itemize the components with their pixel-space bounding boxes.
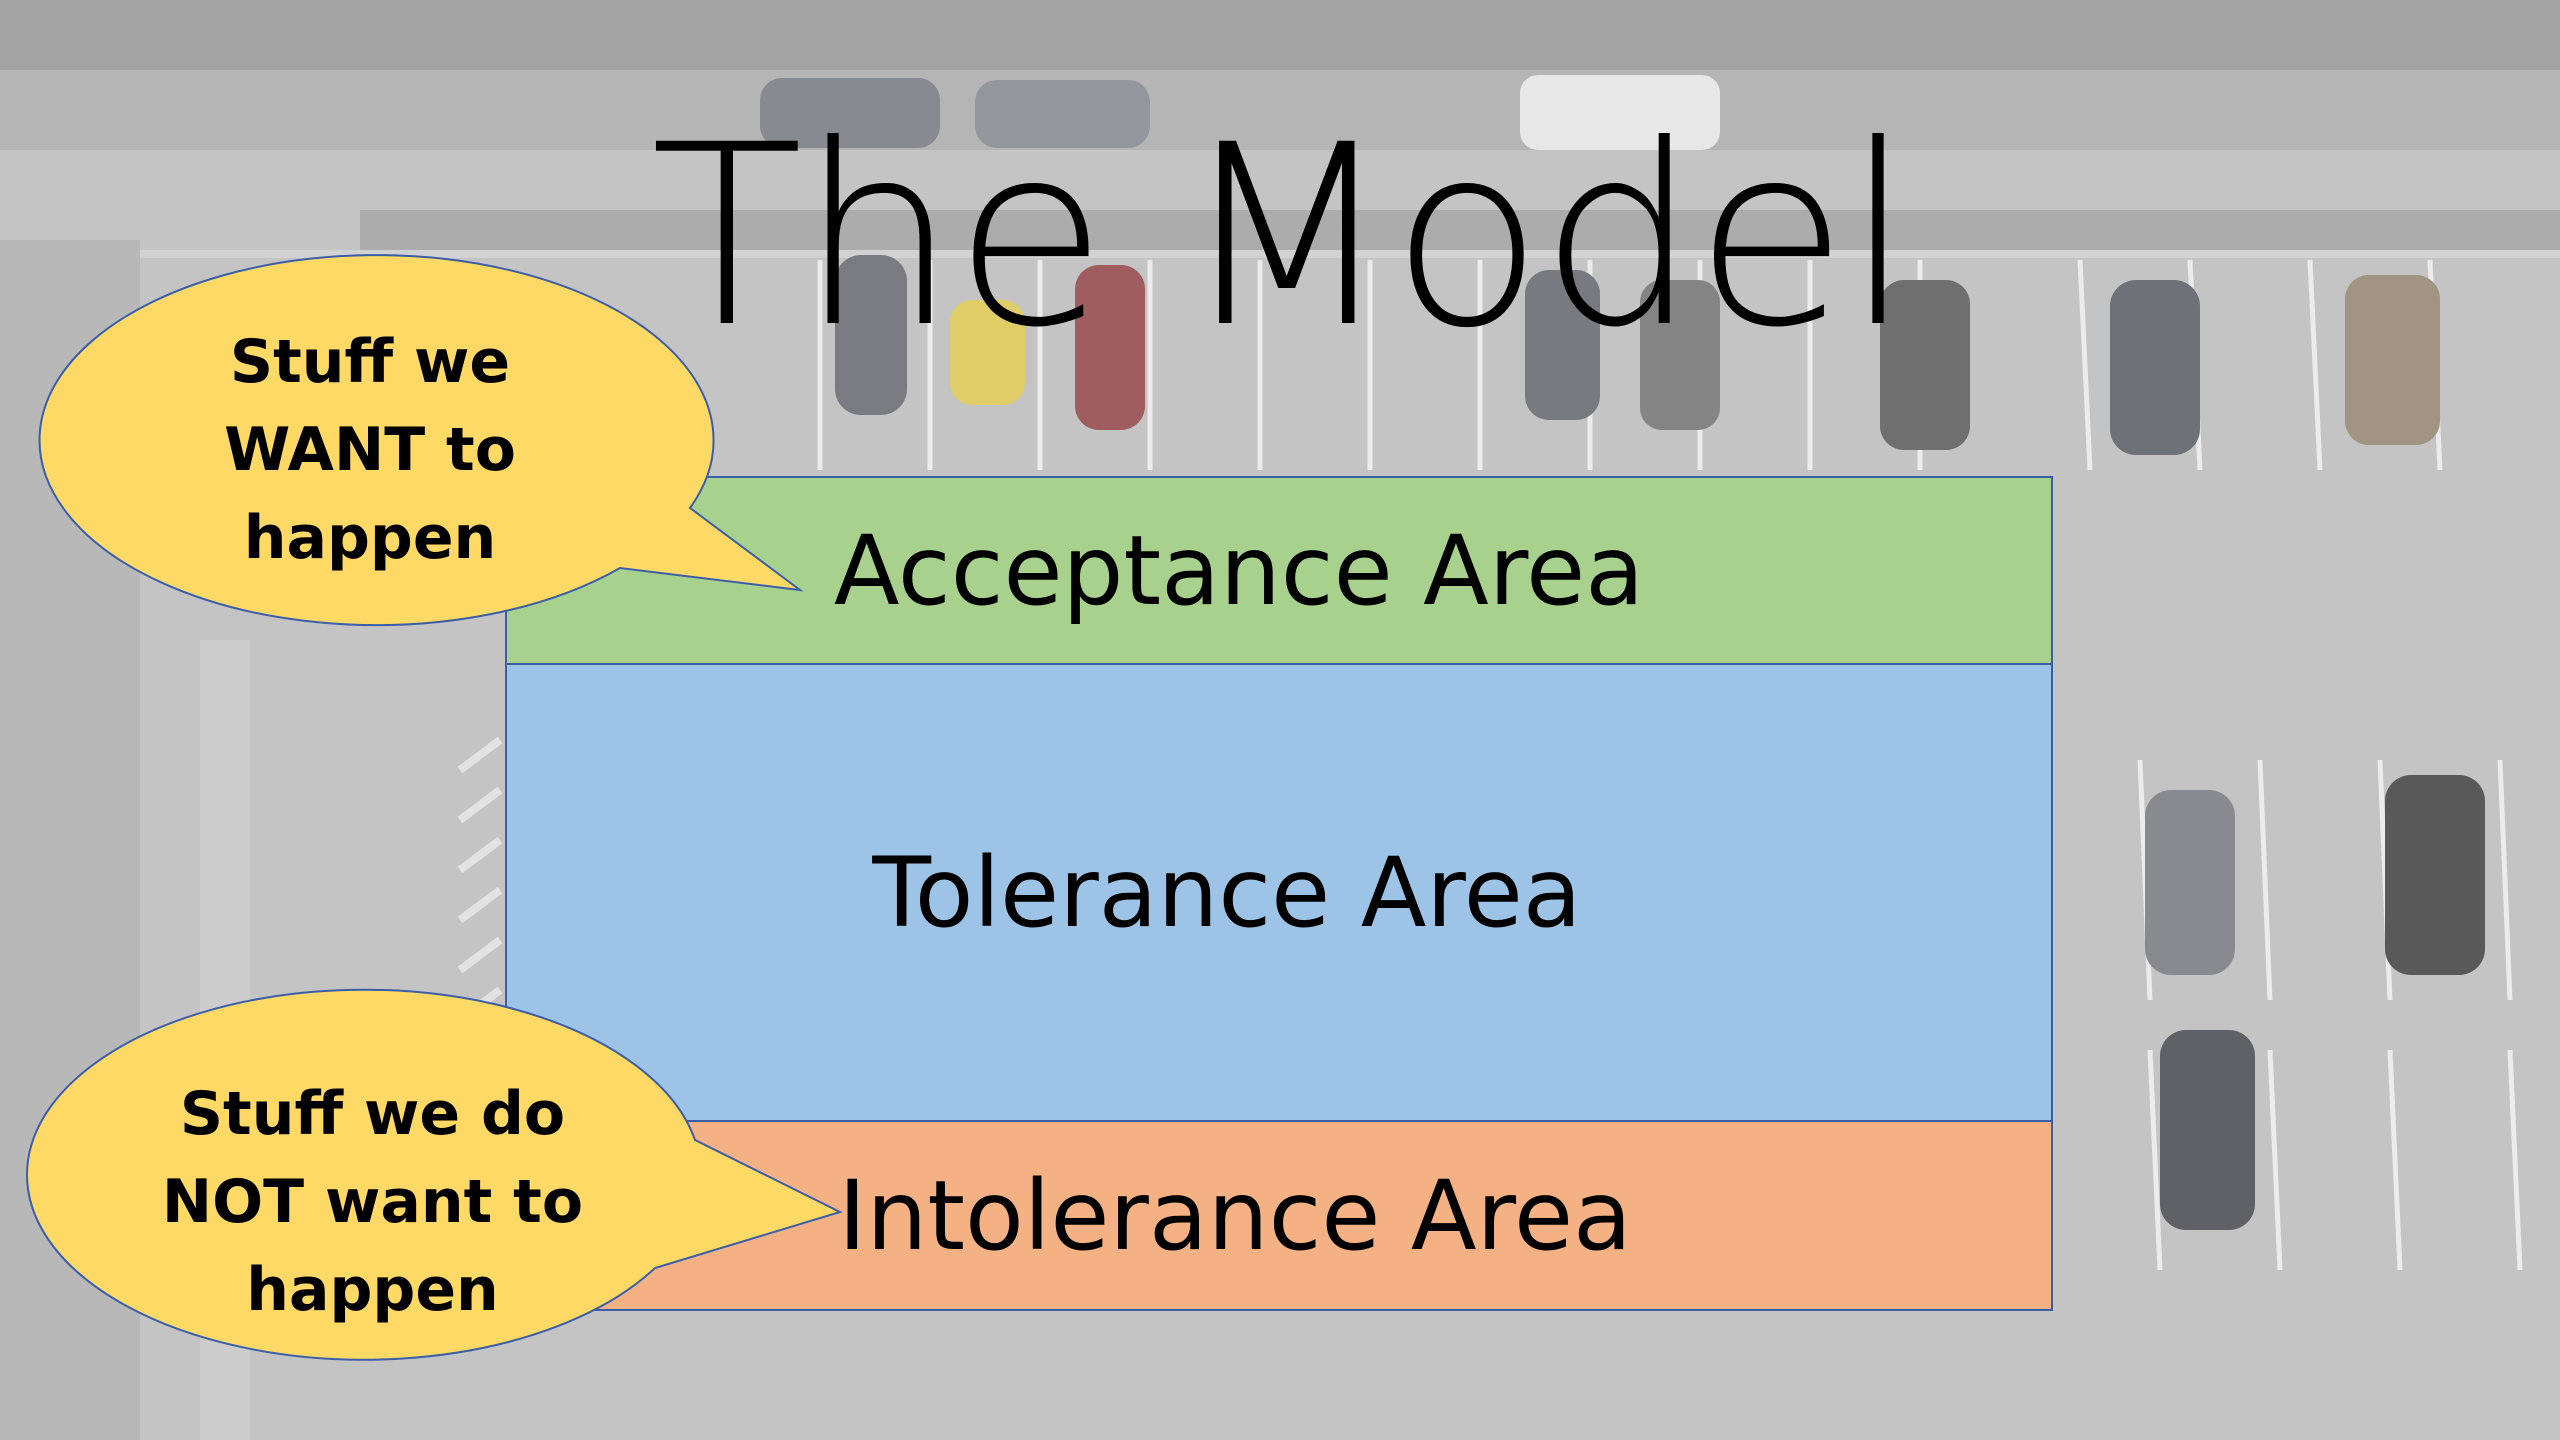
tolerance-area: Tolerance Area: [505, 663, 2053, 1122]
not-want-callout-line: NOT want to: [161, 1167, 584, 1237]
intolerance-area: Intolerance Area: [505, 1120, 2053, 1311]
want-callout-text: Stuff we WANT to happen: [115, 318, 625, 582]
want-callout-line: WANT to: [224, 415, 516, 485]
not-want-callout-line: Stuff we do: [179, 1079, 566, 1149]
not-want-callout-line: happen: [246, 1255, 499, 1325]
intolerance-area-label: Intolerance Area: [838, 1159, 1632, 1272]
want-callout-line: Stuff we: [229, 327, 511, 397]
acceptance-area-label: Acceptance Area: [833, 514, 1645, 627]
acceptance-area: Acceptance Area: [505, 476, 2053, 665]
slide-title: The Model: [650, 91, 1913, 382]
tolerance-area-label: Tolerance Area: [872, 836, 1582, 949]
not-want-callout-text: Stuff we do NOT want to happen: [95, 1070, 650, 1334]
want-callout-line: happen: [243, 503, 497, 573]
